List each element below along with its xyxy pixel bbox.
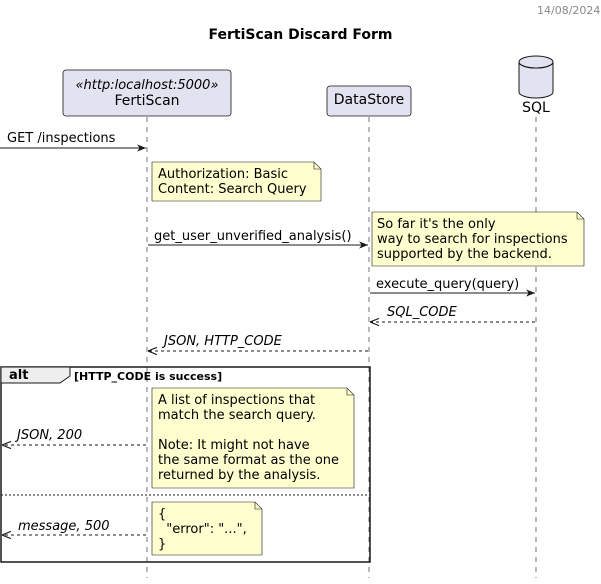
- alt-fragment-frame: [0, 366, 371, 563]
- note-line: Content: Search Query: [158, 182, 307, 197]
- note-line: }: [158, 537, 167, 552]
- note-line: So far it's the only: [377, 217, 496, 232]
- note-line: Authorization: Basic: [158, 167, 288, 182]
- note-line: the same format as the one: [158, 453, 340, 468]
- alt-condition: [HTTP_CODE is success]: [74, 370, 223, 383]
- note-line: returned by the analysis.: [158, 468, 321, 483]
- database-icon: [518, 55, 554, 99]
- note-line: {: [158, 507, 167, 522]
- note-search-shape: [371, 211, 585, 267]
- note-list: A list of inspections that match the sea…: [158, 393, 339, 483]
- participant-fertiscan-box: [62, 69, 232, 117]
- message-get-user-unverified: get_user_unverified_analysis(): [154, 229, 352, 244]
- note-auth-shape: [151, 161, 322, 202]
- print-date: 14/08/2024: [537, 4, 601, 17]
- note-line: [158, 423, 339, 438]
- participant-datastore-box: [326, 85, 412, 117]
- note-error-shape: [151, 501, 263, 556]
- note-error: { "error": "...", }: [158, 507, 247, 552]
- note-line: "error": "...",: [158, 522, 247, 537]
- message-get-inspections: GET /inspections: [7, 131, 116, 146]
- alt-keyword: alt: [9, 368, 29, 383]
- participant-fertiscan-stereotype: «http:localhost:5000»: [75, 78, 219, 93]
- note-search: So far it's the only way to search for i…: [377, 217, 568, 262]
- note-line: supported by the backend.: [377, 247, 552, 262]
- diagram-title: FertiScan Discard Form: [208, 27, 393, 43]
- note-list-shape: [151, 387, 355, 489]
- note-line: match the search query.: [158, 408, 316, 423]
- alt-fragment-header: [0, 366, 71, 384]
- note-line: Note: It might not have: [158, 438, 310, 453]
- note-auth: Authorization: Basic Content: Search Que…: [158, 167, 307, 197]
- note-line: way to search for inspections: [377, 232, 568, 247]
- participant-fertiscan-name: FertiScan: [114, 93, 180, 109]
- note-line: A list of inspections that: [158, 393, 316, 408]
- message-execute-query: execute_query(query): [376, 277, 520, 292]
- participant-sql-name: SQL: [522, 100, 550, 116]
- message-500: message, 500: [18, 519, 110, 534]
- message-json-200: JSON, 200: [17, 428, 83, 443]
- message-sql-code: SQL_CODE: [387, 305, 457, 320]
- participant-datastore-name: DataStore: [333, 92, 405, 108]
- message-json-http-code: JSON, HTTP_CODE: [164, 334, 282, 349]
